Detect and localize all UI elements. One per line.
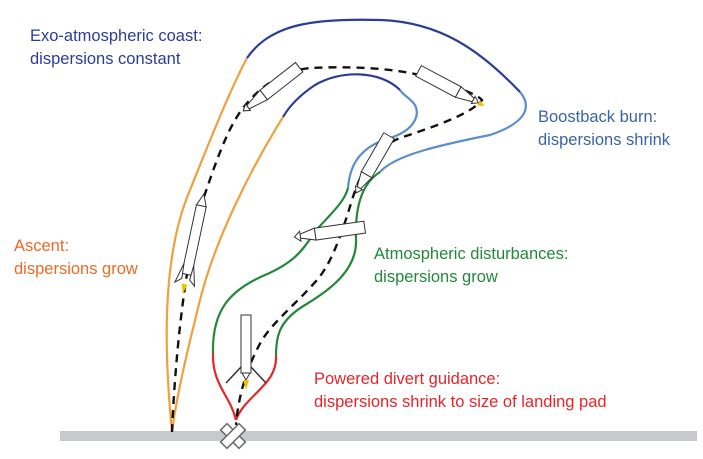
exo-title: Exo-atmospheric coast:	[30, 27, 203, 45]
boostback-envelope-inner	[346, 89, 418, 189]
atmospheric-envelope-inner	[211, 187, 350, 354]
powered-divert-label: Powered divert guidance: dispersions shr…	[314, 368, 607, 414]
exo-envelope-outer	[246, 18, 521, 93]
rocket-landing-icon	[225, 314, 267, 390]
ground	[60, 431, 697, 441]
powered-envelope-inner	[211, 352, 238, 421]
rocket-ascent-icon	[173, 192, 207, 294]
exo-desc: dispersions constant	[30, 50, 181, 68]
boostback-label: Boostback burn: dispersions shrink	[538, 106, 670, 152]
atmospheric-desc: dispersions grow	[374, 268, 498, 286]
ascent-desc: dispersions grow	[14, 260, 138, 278]
landing-pad-x-icon	[219, 422, 247, 450]
ascent-envelope-inner	[170, 116, 284, 433]
rocket-coast-2-icon	[415, 64, 485, 107]
powered-envelope-outer	[234, 354, 278, 421]
nominal-trajectory	[170, 66, 484, 433]
boostback-envelope-outer	[379, 91, 527, 173]
atmospheric-label: Atmospheric disturbances: dispersions gr…	[374, 243, 568, 289]
powered-desc: dispersions shrink to size of landing pa…	[314, 393, 607, 411]
atmospheric-title: Atmospheric disturbances:	[374, 245, 569, 263]
atmospheric-envelope-outer	[274, 171, 381, 356]
rocket-coast-1-icon	[242, 61, 304, 112]
ascent-label: Ascent: dispersions grow	[14, 235, 138, 281]
boostback-desc: dispersions shrink	[538, 131, 671, 149]
rocket-boostback-icon	[354, 132, 395, 194]
exo-atmospheric-label: Exo-atmospheric coast: dispersions const…	[30, 25, 202, 71]
powered-title: Powered divert guidance:	[314, 370, 501, 388]
ascent-envelope-outer	[165, 57, 248, 433]
ascent-title: Ascent:	[14, 237, 70, 255]
boostback-title: Boostback burn:	[538, 108, 658, 126]
rocket-atmospheric-icon	[293, 220, 367, 243]
exo-envelope-inner	[282, 73, 401, 118]
